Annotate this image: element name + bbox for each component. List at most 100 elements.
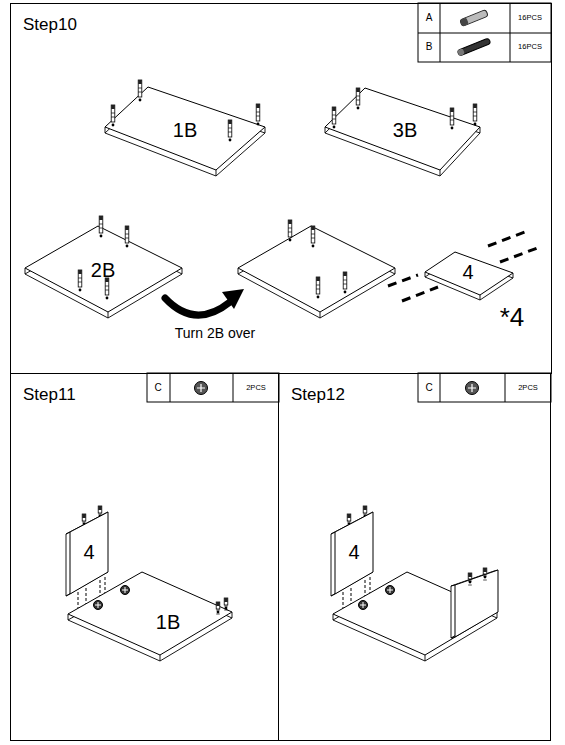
pin-cap	[473, 104, 477, 108]
pin-cap	[98, 506, 102, 510]
pin-cap	[311, 226, 315, 230]
pin-body	[125, 226, 129, 243]
flipped-board	[238, 226, 395, 312]
parts-table	[147, 373, 279, 402]
board-face	[70, 512, 108, 594]
pin-hole	[229, 139, 232, 142]
side-panel-edge	[451, 585, 455, 586]
part-letter: C	[154, 383, 161, 393]
pin-groove	[78, 278, 82, 279]
pin-groove	[78, 282, 82, 283]
board-shape	[66, 570, 234, 663]
board-part: 1B	[103, 85, 267, 178]
dowel-pin	[99, 216, 103, 237]
board-face-edge	[66, 532, 70, 534]
pin-groove	[105, 286, 109, 287]
pin-groove	[224, 606, 228, 607]
board-part: 4	[423, 250, 515, 302]
part-quantity: 16PCS	[518, 14, 542, 22]
pin-cap	[256, 104, 260, 108]
pin-body	[105, 278, 109, 295]
insert-path	[370, 577, 371, 594]
pin-body	[483, 568, 487, 574]
pin-groove	[256, 112, 260, 113]
step-heading: Step11	[23, 386, 76, 403]
dowel-pin	[468, 573, 472, 585]
cam-slot	[98, 602, 99, 608]
part-label: 1B	[156, 612, 180, 632]
pin-groove	[316, 289, 320, 290]
base-board-edge	[333, 614, 334, 620]
pin-groove	[224, 610, 228, 611]
dowel-pin	[311, 226, 315, 247]
pin-groove	[111, 117, 115, 118]
part-label: 4	[462, 262, 473, 282]
table-rule	[440, 373, 441, 402]
pin-body	[316, 277, 320, 294]
insert-path	[500, 247, 540, 262]
side-panel-edge	[451, 637, 455, 638]
dowel-pin	[256, 104, 260, 125]
pin-groove	[450, 120, 454, 121]
dowel-pin	[343, 272, 347, 293]
pin-groove	[288, 228, 292, 229]
board-face-edge	[480, 295, 481, 300]
pin-groove	[473, 116, 477, 117]
board-face-edge	[440, 170, 441, 176]
pin-groove	[138, 92, 142, 93]
part-quantity: 16PCS	[518, 43, 542, 51]
pin-cap	[356, 88, 360, 92]
pin-hole	[474, 123, 477, 126]
pin-cap	[82, 514, 86, 518]
cam-icon-slot	[197, 384, 205, 392]
cam-icon-body	[466, 382, 479, 395]
part-label: 4	[348, 542, 359, 562]
table-rule	[170, 373, 171, 402]
pin-body	[468, 573, 472, 579]
pin-hole	[79, 289, 82, 292]
pin-cap	[111, 105, 115, 109]
pin-cap	[78, 270, 82, 274]
dowel-pin	[105, 278, 109, 299]
pin-body	[288, 220, 292, 237]
board-face-edge	[325, 127, 326, 133]
board-face-edge	[25, 268, 26, 274]
dowel-icon-body	[460, 10, 489, 27]
pin-groove	[356, 96, 360, 97]
parts-table	[418, 373, 551, 402]
dowel-pin	[473, 104, 477, 125]
pin-hole	[357, 107, 360, 110]
bolt-icon-body	[457, 38, 491, 56]
board-face-edge	[160, 655, 161, 661]
pin-hole	[344, 291, 347, 294]
dowel-pin	[316, 277, 320, 298]
table-rule	[505, 373, 506, 402]
pin-cap	[332, 107, 336, 111]
pin-groove	[138, 88, 142, 89]
pin-hole	[289, 239, 292, 242]
board-face-edge	[216, 170, 217, 176]
cam-icon	[466, 382, 479, 395]
dowel-icon-end	[460, 17, 469, 26]
pin-groove	[450, 116, 454, 117]
part-letter: C	[425, 383, 432, 393]
pin-hole	[100, 235, 103, 238]
pin-groove	[228, 128, 232, 129]
cam-lock	[359, 601, 368, 610]
pin-cap	[216, 602, 220, 606]
pin-groove	[332, 115, 336, 116]
part-label: 2B	[91, 260, 115, 280]
pin-body	[78, 270, 82, 287]
cam-slot	[363, 602, 364, 608]
step-heading: Step12	[291, 386, 345, 403]
pin-cap	[483, 568, 487, 572]
board-face-edge	[232, 612, 233, 618]
part-letter: B	[426, 42, 433, 52]
board-face	[335, 512, 373, 594]
pin-hole	[257, 123, 260, 126]
board-face-edge	[425, 272, 426, 277]
board-face-edge	[66, 594, 70, 596]
board-face-edge	[331, 594, 335, 596]
turn-arrowhead	[222, 289, 244, 309]
flipped-board-edge	[320, 312, 321, 318]
